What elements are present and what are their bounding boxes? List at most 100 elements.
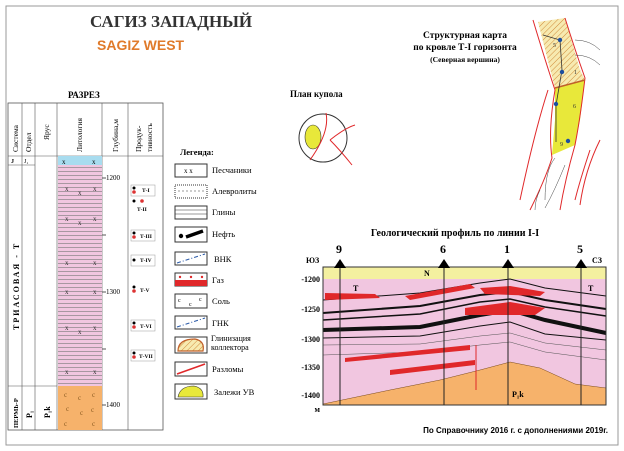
svg-text:x: x <box>62 158 66 166</box>
depth-1200: 1200 <box>106 174 121 182</box>
profile-y-axis: -1200 -1250 -1300 -1350 -1400 м <box>301 275 320 414</box>
svg-text:x: x <box>65 288 69 296</box>
series-p1: P₁ <box>25 410 34 418</box>
svg-text:c: c <box>178 298 181 304</box>
depth-1300: 1300 <box>106 288 121 296</box>
svg-text:x: x <box>93 288 97 296</box>
dome-plan: План купола <box>290 89 356 166</box>
svg-text:x: x <box>78 219 82 227</box>
header-lithology: Литология <box>75 117 84 152</box>
svg-text:x: x <box>93 368 97 376</box>
legend-label: Нефть <box>212 229 235 239</box>
horizon-t1: Т-I <box>142 188 150 194</box>
legend-label: ГНК <box>212 318 229 328</box>
svg-text:c: c <box>92 420 95 428</box>
map-well-6: 6 <box>573 104 576 110</box>
profile-wells: 9 6 1 5 <box>334 242 587 405</box>
header-depth: Глубина,м <box>111 119 120 152</box>
header-system: Система <box>11 124 20 152</box>
direction-sw: ЮЗ <box>306 256 319 265</box>
svg-text:c: c <box>91 406 94 414</box>
y-unit: м <box>315 405 321 414</box>
map-title-1: Структурная карта <box>423 31 507 41</box>
column-headers: Система Отдел Ярус Литология Глубина,м П… <box>11 117 154 152</box>
svg-text:x: x <box>93 324 97 332</box>
well-5: 5 <box>577 242 583 256</box>
jurassic-layer <box>58 156 102 165</box>
svg-text:c: c <box>92 391 95 399</box>
productive-horizons: Т-I Т-II Т-III Т-IV Т-V Т-VI Т-VII <box>130 184 156 362</box>
svg-text:c: c <box>66 405 69 413</box>
legend-label: Глинизация коллектора <box>211 334 251 352</box>
legend-item-shale-out: Глинизация коллектора <box>174 334 251 354</box>
legend-label: Разломы <box>212 364 244 374</box>
legend-label: Алевролиты <box>212 186 257 196</box>
legend-label: Залежи УВ <box>214 387 255 397</box>
title-ru: САГИЗ ЗАПАДНЫЙ <box>90 12 252 31</box>
series-j1: J₁ <box>24 159 28 165</box>
map-subtitle: (Северная вершина) <box>430 55 500 64</box>
system-perm: ПЕРМЬ-Р <box>13 398 20 428</box>
y-tick: -1250 <box>301 305 320 314</box>
horizon-t6: Т-VI <box>140 324 152 330</box>
gas-deposits <box>325 284 545 375</box>
title-en: SAGIZ WEST <box>97 37 185 53</box>
svg-text:x: x <box>65 215 69 223</box>
svg-text:x: x <box>78 328 82 336</box>
well-6: 6 <box>440 242 446 256</box>
svg-text:c: c <box>64 420 67 428</box>
legend-label: Соль <box>212 296 230 306</box>
header-productivity-1: Продук- <box>134 125 143 152</box>
map-well-1: 1 <box>574 70 577 76</box>
depth-scale: 1200 1300 1400 <box>102 174 121 409</box>
legend-label: Песчаники <box>212 165 252 175</box>
svg-text:x: x <box>93 259 97 267</box>
well-1: 1 <box>504 242 510 256</box>
svg-text:x: x <box>78 189 82 197</box>
legend-title: Легенда: <box>180 147 214 157</box>
svg-text:x: x <box>65 185 69 193</box>
legend-item-gwc: ГНК <box>174 315 229 330</box>
label-t-right: T <box>588 284 594 293</box>
svg-text:c: c <box>78 394 81 402</box>
outer-frame <box>5 5 619 446</box>
svg-text:x: x <box>65 259 69 267</box>
legend-item-oil: Нефть <box>174 226 235 243</box>
horizon-t2: Т-II <box>137 207 147 213</box>
header-productivity-2: тивность <box>145 123 154 152</box>
legend-label: ВНК <box>214 254 232 264</box>
svg-text:x x: x x <box>184 167 193 175</box>
map-well-9: 9 <box>560 142 563 148</box>
system-j: J <box>11 159 14 165</box>
legend-item-clay: Глины <box>174 205 236 220</box>
legend-label: Газ <box>212 275 224 285</box>
y-tick: -1200 <box>301 275 320 284</box>
geologic-profile: Геологический профиль по линии I-I 9 6 1 <box>301 228 607 414</box>
system-triassic: ТРИАСОВАЯ - Т <box>12 242 21 330</box>
profile-title: Геологический профиль по линии I-I <box>371 228 539 239</box>
svg-text:x: x <box>93 215 97 223</box>
horizon-t3: Т-III <box>140 234 152 240</box>
map-title-2: по кровле Т-I горизонта <box>413 43 517 53</box>
direction-nw: СЗ <box>592 256 602 265</box>
legend: Легенда: x x Песчаники Алевролиты Глины Н… <box>174 147 257 400</box>
label-p1k: P₁k <box>512 390 524 399</box>
svg-text:c: c <box>64 391 67 399</box>
legend-label: Глины <box>212 207 236 217</box>
well-9: 9 <box>336 242 342 256</box>
label-t-left: T <box>353 284 359 293</box>
svg-text:x: x <box>65 324 69 332</box>
stratigraphic-column: РАЗРЕЗ Система Отдел Ярус Литология Глуб… <box>7 90 164 431</box>
map-well-5: 5 <box>553 43 556 49</box>
header-series: Отдел <box>24 132 33 152</box>
svg-text:x: x <box>65 368 69 376</box>
legend-item-siltstone: Алевролиты <box>174 184 257 199</box>
depth-1400: 1400 <box>106 401 121 409</box>
horizon-t7: Т-VII <box>139 354 153 360</box>
svg-text:c: c <box>80 409 83 417</box>
triassic-clay-layer <box>58 165 102 386</box>
section-title: РАЗРЕЗ <box>68 90 100 100</box>
legend-item-faults: Разломы <box>174 361 244 377</box>
